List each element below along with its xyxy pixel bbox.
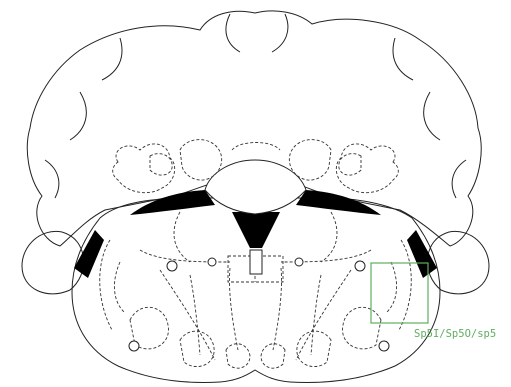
nucleus-dot-mid-left bbox=[208, 258, 216, 266]
dorsal-nuclei-right bbox=[336, 144, 398, 193]
nucleus-dot-ventral-right bbox=[379, 341, 389, 351]
fourth-ventricle-center bbox=[232, 212, 280, 248]
nucleus-dot-mid-right bbox=[295, 258, 303, 266]
dorsal-nuclei-mid-left bbox=[180, 140, 222, 180]
roi-box bbox=[371, 263, 428, 323]
roi-label: Sp5I/Sp5O/sp5 bbox=[414, 328, 496, 340]
nucleus-dot-left bbox=[167, 261, 177, 271]
ventral-lobes bbox=[130, 307, 381, 368]
dorsal-nuclei-left-inner bbox=[150, 154, 172, 175]
nucleus-dot-right bbox=[355, 261, 365, 271]
central-lobule bbox=[205, 160, 306, 214]
midline-notch bbox=[250, 250, 262, 274]
fourth-ventricle-right bbox=[296, 190, 381, 215]
dorsal-cap bbox=[232, 143, 280, 151]
dorsal-nuclei-left bbox=[113, 144, 175, 193]
nucleus-dot-ventral-left bbox=[129, 341, 139, 351]
left-flocculus bbox=[22, 231, 84, 293]
dorsal-nuclei-right-inner bbox=[339, 154, 361, 175]
dorsal-nuclei-mid-right bbox=[289, 140, 331, 180]
